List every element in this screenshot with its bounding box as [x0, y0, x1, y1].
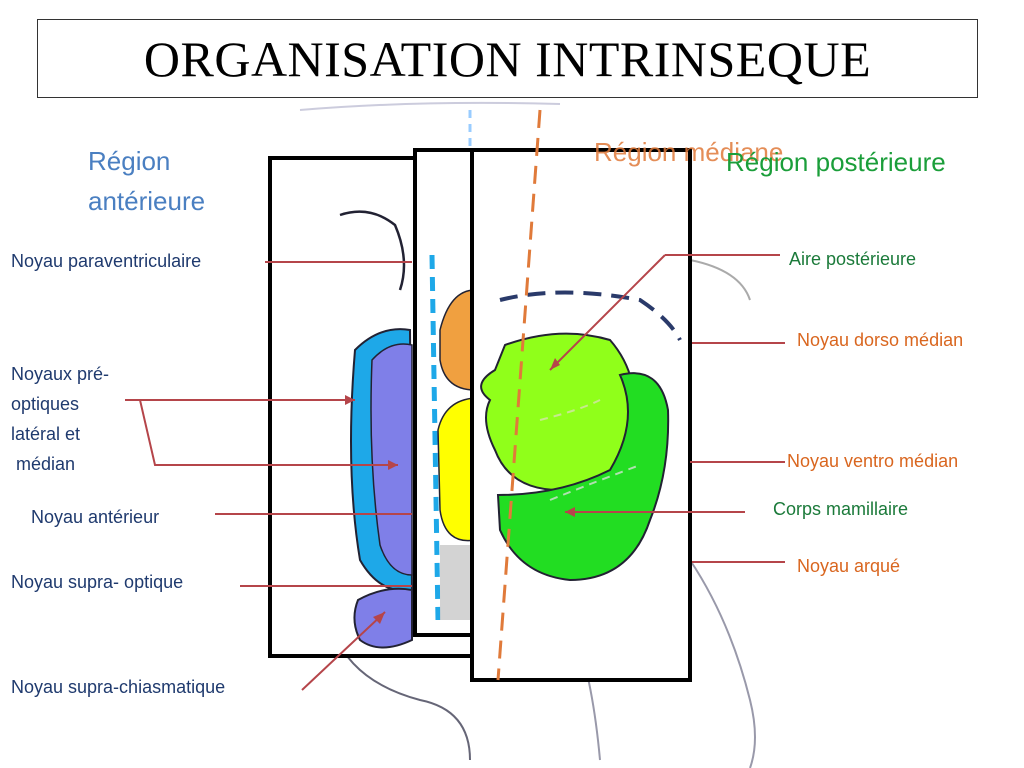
- label-anterior: Noyau antérieur: [31, 507, 160, 527]
- label-suprachiasmatic: Noyau supra-chiasmatique: [11, 677, 226, 697]
- leader-lines: [125, 254, 785, 691]
- median-nuclei: [429, 254, 476, 621]
- label-ventromedial: Noyau ventro médian: [787, 451, 959, 471]
- arrowheads: [345, 358, 575, 624]
- region-anterior-label-line1: Région: [88, 146, 171, 176]
- anterior-nuclei: [339, 210, 414, 649]
- median-boundary-line: [496, 109, 542, 681]
- label-preoptic-3: latéral et: [11, 424, 81, 444]
- label-preoptic-1: Noyaux pré-: [11, 364, 110, 384]
- label-arcuate: Noyau arqué: [797, 556, 901, 576]
- label-paraventricular: Noyau paraventriculaire: [11, 251, 202, 271]
- label-posterior-area: Aire postérieure: [789, 249, 917, 269]
- region-posterior-label: Région postérieure: [726, 147, 946, 177]
- label-dorsomedial: Noyau dorso médian: [797, 330, 964, 350]
- label-preoptic-4: médian: [11, 454, 76, 474]
- nucleus-anterior: [437, 397, 476, 542]
- nucleus-suprachiasmatic: [353, 587, 413, 649]
- nucleus-mamillary: [496, 372, 670, 582]
- page-title: ORGANISATION INTRINSEQUE: [143, 30, 872, 87]
- label-supraoptic: Noyau supra- optique: [11, 572, 184, 592]
- label-mamillary: Corps mamillaire: [773, 499, 909, 519]
- region-anterior-label-line2: antérieure: [88, 186, 206, 216]
- title-box: ORGANISATION INTRINSEQUE: [37, 19, 978, 98]
- region-median-label: Région médiane: [594, 137, 784, 167]
- label-preoptic-2: optiques: [11, 394, 80, 414]
- nucleus-preoptic: [370, 343, 413, 576]
